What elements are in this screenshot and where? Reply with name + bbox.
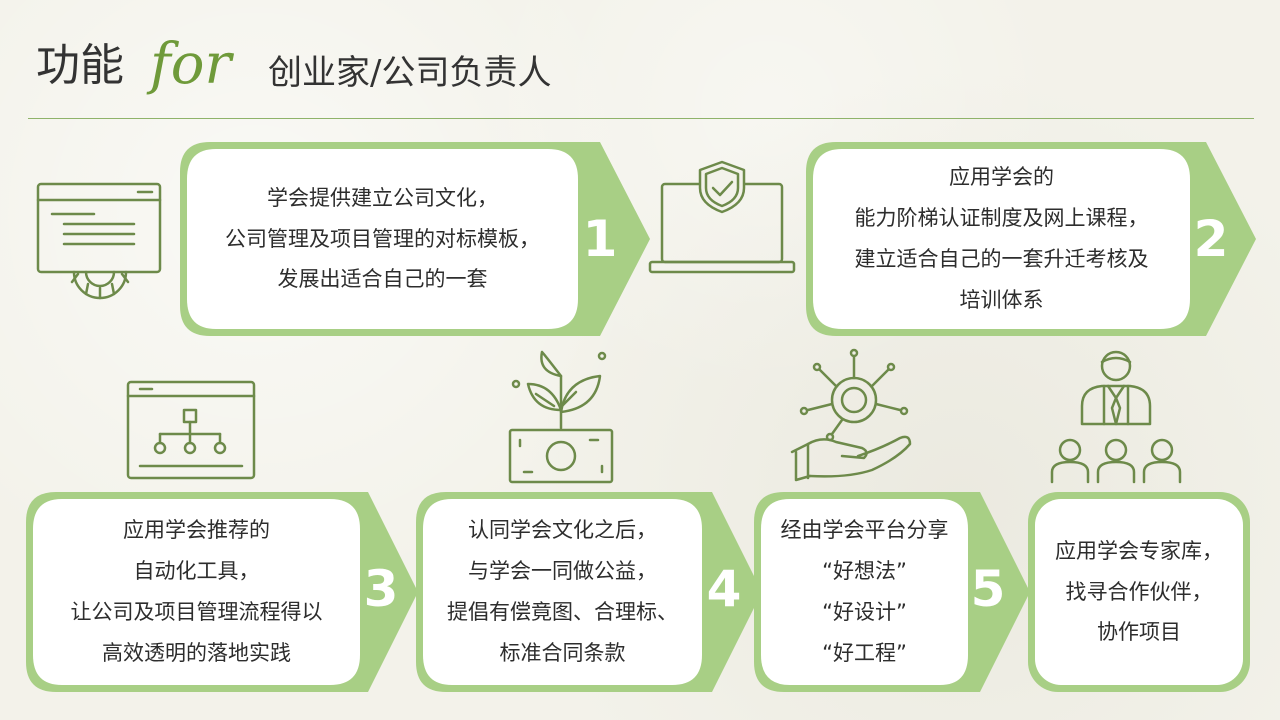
step-1: 学会提供建立公司文化， 公司管理及项目管理的对标模板， 发展出适合自己的一套 1 bbox=[180, 142, 650, 336]
step-3-text: 应用学会推荐的 自动化工具， 让公司及项目管理流程得以 高效透明的落地实践 bbox=[70, 518, 323, 665]
step-4-arrow-box bbox=[416, 492, 762, 692]
team-people-icon bbox=[1046, 348, 1186, 484]
step-3-arrow-box bbox=[26, 492, 418, 692]
laptop-settings-icon bbox=[34, 180, 166, 300]
step-5: 经由学会平台分享 “好想法” “好设计” “好工程” 5 bbox=[754, 492, 1030, 692]
hand-network-icon bbox=[788, 348, 918, 488]
step-5-number: 5 bbox=[970, 560, 1006, 618]
step-1-arrow-box bbox=[180, 142, 650, 336]
step-6-text: 应用学会专家库， 找寻合作伙伴， 协作项目 bbox=[1055, 538, 1223, 645]
step-1-number: 1 bbox=[582, 210, 618, 268]
step-4: 认同学会文化之后， 与学会一同做公益， 提倡有偿竟图、合理标、 标准合同条款 4 bbox=[416, 492, 762, 692]
step-2-text: 应用学会的 能力阶梯认证制度及网上课程， 建立适合自己的一套升迁考核及 培训体系 bbox=[854, 165, 1149, 312]
step-2-number: 2 bbox=[1193, 210, 1229, 268]
step-2: 应用学会的 能力阶梯认证制度及网上课程， 建立适合自己的一套升迁考核及 培训体系… bbox=[806, 142, 1256, 336]
page-title: 功能 bbox=[36, 40, 124, 91]
step-4-number: 4 bbox=[706, 560, 742, 618]
step-5-text: 经由学会平台分享 “好想法” “好设计” “好工程” bbox=[780, 518, 949, 665]
laptop-shield-icon bbox=[646, 160, 798, 278]
page-subtitle: 创业家/公司负责人 bbox=[268, 53, 552, 93]
step-4-text: 认同学会文化之后， 与学会一同做公益， 提倡有偿竟图、合理标、 标准合同条款 bbox=[447, 518, 678, 665]
step-3-number: 3 bbox=[363, 560, 399, 618]
step-5-arrow-box bbox=[754, 492, 1030, 692]
header-divider bbox=[28, 118, 1254, 119]
step-6: 应用学会专家库， 找寻合作伙伴， 协作项目 bbox=[1028, 492, 1250, 692]
step-1-text: 学会提供建立公司文化， 公司管理及项目管理的对标模板， 发展出适合自己的一套 bbox=[225, 185, 540, 292]
step-6-box bbox=[1028, 492, 1250, 692]
step-2-arrow-box bbox=[806, 142, 1256, 336]
page-title-for: for bbox=[150, 32, 232, 97]
workflow-window-icon bbox=[126, 380, 256, 480]
plant-money-icon bbox=[506, 350, 616, 486]
step-3: 应用学会推荐的 自动化工具， 让公司及项目管理流程得以 高效透明的落地实践 3 bbox=[26, 492, 418, 692]
